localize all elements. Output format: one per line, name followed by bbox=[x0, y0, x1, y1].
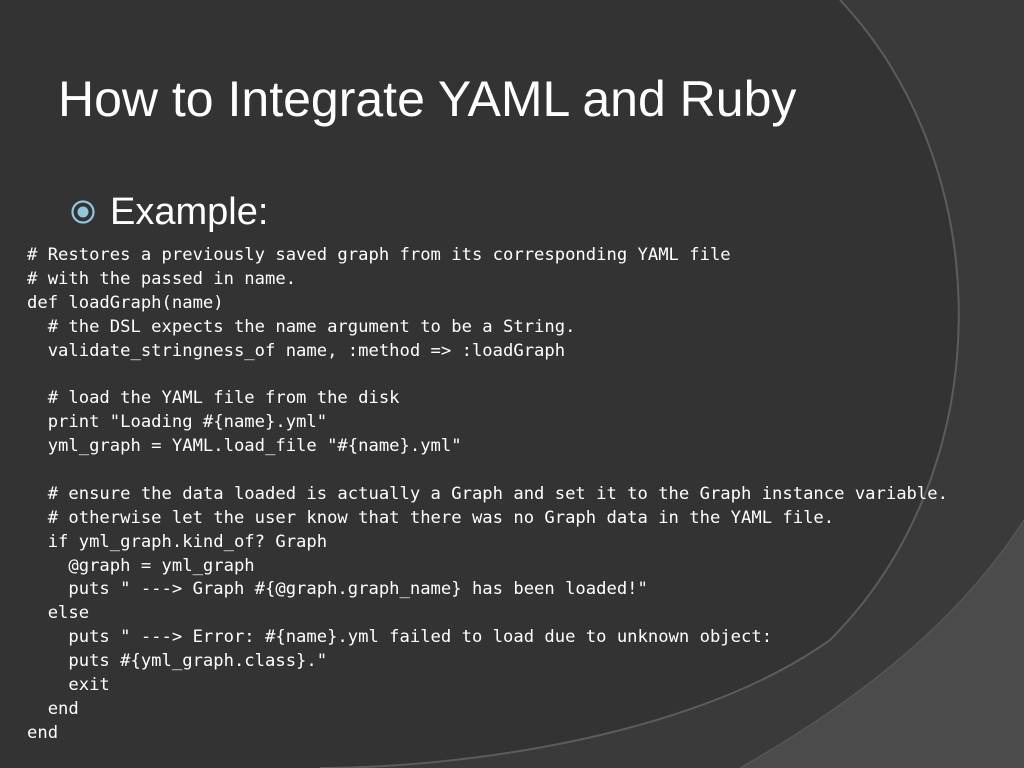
slide-title: How to Integrate YAML and Ruby bbox=[58, 71, 797, 127]
circled-dot-bullet-icon bbox=[71, 200, 95, 224]
bullet-item: Example: bbox=[70, 188, 268, 236]
code-line: yml_graph = YAML.load_file "#{name}.yml" bbox=[27, 436, 462, 457]
code-line: print "Loading #{name}.yml" bbox=[27, 412, 328, 433]
code-line: exit bbox=[27, 675, 110, 696]
bullet-text: Example: bbox=[110, 191, 269, 233]
background-corner-line bbox=[739, 519, 1024, 768]
code-line: puts " ---> Graph #{@graph.graph_name} h… bbox=[27, 579, 648, 600]
code-line: # Restores a previously saved graph from… bbox=[27, 245, 731, 265]
code-line: def loadGraph(name) bbox=[27, 292, 224, 313]
code-line: puts #{yml_graph.class}." bbox=[27, 651, 328, 672]
code-line: # ensure the data loaded is actually a G… bbox=[27, 483, 948, 504]
code-line: end bbox=[27, 698, 79, 719]
code-line: end bbox=[27, 722, 59, 743]
code-line: # with the passed in name. bbox=[27, 268, 297, 289]
background-dark-arc-region bbox=[0, 0, 959, 768]
code-line: # load the YAML file from the disk bbox=[27, 388, 400, 409]
background-arc-line bbox=[319, 0, 960, 768]
code-line bbox=[27, 459, 948, 483]
code-line: else bbox=[27, 603, 90, 624]
code-line: # the DSL expects the name argument to b… bbox=[27, 316, 576, 337]
background-light-corner-region bbox=[740, 520, 1024, 768]
code-line bbox=[27, 363, 948, 387]
code-line: @graph = yml_graph bbox=[27, 555, 255, 576]
code-line: validate_stringness_of name, :method => … bbox=[27, 340, 566, 361]
code-line: puts " ---> Error: #{name}.yml failed to… bbox=[27, 627, 773, 648]
code-line: if yml_graph.kind_of? Graph bbox=[27, 531, 328, 552]
code-line: # otherwise let the user know that there… bbox=[27, 507, 835, 528]
code-block: # Restores a previously saved graph from… bbox=[27, 244, 948, 746]
